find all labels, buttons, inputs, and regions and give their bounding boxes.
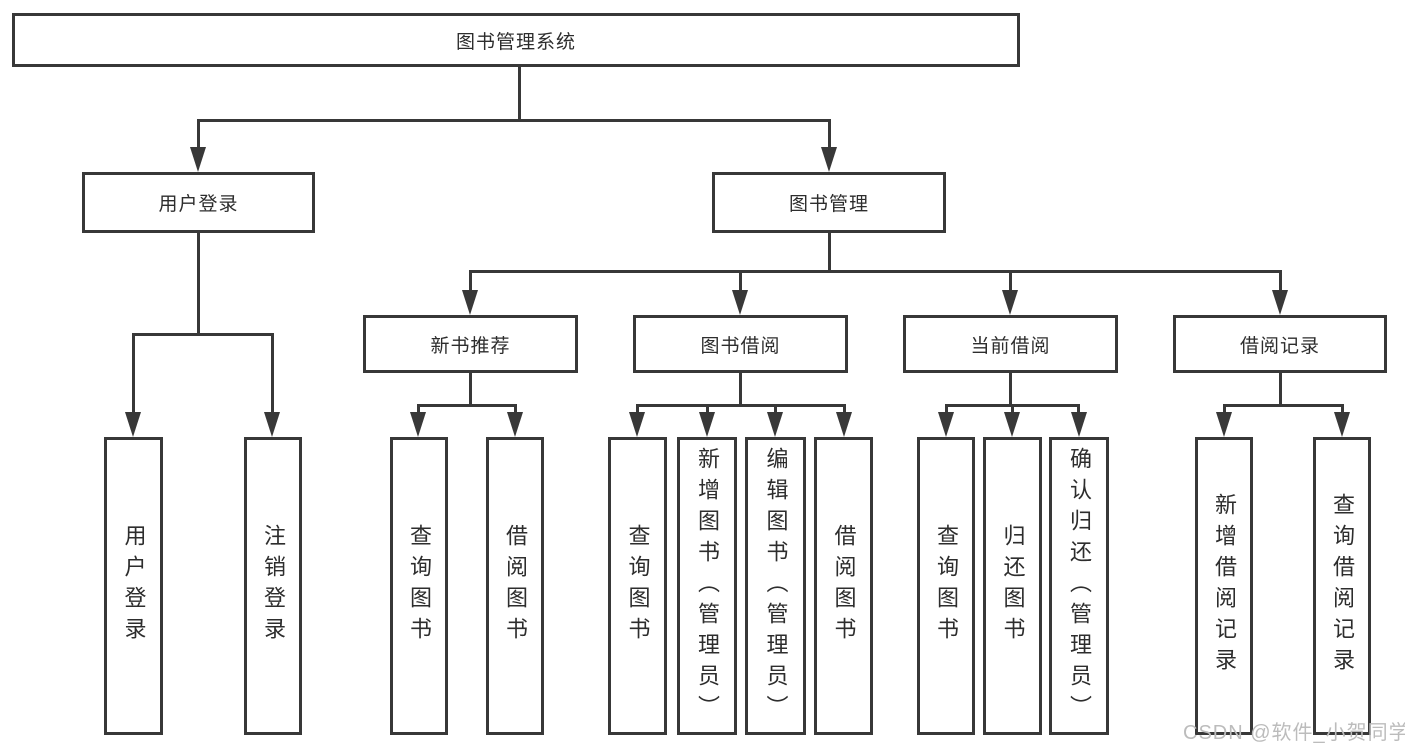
arrow-down-icon	[1216, 412, 1232, 437]
leaf-nb-query-books: 查询图书	[390, 437, 448, 735]
arrow-down-icon	[462, 290, 478, 315]
connector-book-borrow-stem	[739, 373, 742, 407]
arrow-down-icon	[125, 412, 141, 437]
connector-new-book-rail	[417, 404, 517, 407]
leaf-bb-borrow-books: 借阅图书	[814, 437, 873, 735]
connector-new-book-stem	[469, 373, 472, 407]
leaf-logout-label: 注销登录	[261, 524, 286, 648]
connector-book-borrow-rail	[636, 404, 845, 407]
leaf-bb-borrow-books-label: 借阅图书	[831, 524, 857, 648]
connector-branch	[1011, 404, 1014, 414]
leaf-cb-query-books-label: 查询图书	[934, 524, 959, 648]
arrow-down-icon	[1334, 412, 1350, 437]
leaf-logout: 注销登录	[244, 437, 302, 735]
connector-branch	[739, 270, 742, 292]
node-book-management-label: 图书管理	[788, 194, 869, 215]
arrow-down-icon	[507, 412, 523, 437]
connector-branch	[469, 270, 472, 292]
leaf-cb-confirm-return-admin-label: 确认归还（管理员）	[1067, 446, 1092, 726]
connector-branch	[197, 119, 200, 147]
leaf-br-query-record: 查询借阅记录	[1313, 437, 1371, 735]
arrow-down-icon	[264, 412, 280, 437]
connector-borrow-records-stem	[1279, 373, 1282, 407]
connector-branch	[843, 404, 846, 414]
leaf-cb-confirm-return-admin: 确认归还（管理员）	[1049, 437, 1109, 735]
connector-book-management-stem	[828, 233, 831, 273]
connector-branch	[514, 404, 517, 414]
arrow-down-icon	[1071, 412, 1087, 437]
arrow-down-icon	[1004, 412, 1020, 437]
leaf-user-login-label: 用户登录	[121, 524, 147, 648]
node-book-management: 图书管理	[712, 172, 946, 233]
leaf-br-add-record: 新增借阅记录	[1195, 437, 1253, 735]
arrow-down-icon	[821, 147, 837, 172]
leaf-cb-return-books: 归还图书	[983, 437, 1042, 735]
node-book-borrow: 图书借阅	[633, 315, 848, 373]
connector-branch	[1009, 270, 1012, 292]
connector-branch	[706, 404, 709, 414]
node-user-login: 用户登录	[82, 172, 315, 233]
arrow-down-icon	[938, 412, 954, 437]
leaf-cb-return-books-label: 归还图书	[1000, 524, 1026, 648]
connector-branch	[1341, 404, 1344, 414]
arrow-down-icon	[732, 290, 748, 315]
leaf-br-add-record-label: 新增借阅记录	[1212, 493, 1237, 679]
node-borrow-records-label: 借阅记录	[1239, 335, 1320, 357]
connector-branch	[774, 404, 777, 414]
leaf-cb-query-books: 查询图书	[917, 437, 975, 735]
leaf-bb-edit-books-admin-label: 编辑图书（管理员）	[763, 446, 789, 726]
connector-branch	[828, 119, 831, 147]
connector-branch	[271, 333, 274, 414]
leaf-br-query-record-label: 查询借阅记录	[1330, 493, 1355, 679]
arrow-down-icon	[1002, 290, 1018, 315]
arrow-down-icon	[699, 412, 715, 437]
connector-branch	[636, 404, 639, 414]
node-book-borrow-label: 图书借阅	[700, 335, 781, 357]
arrow-down-icon	[410, 412, 426, 437]
node-user-login-label: 用户登录	[158, 194, 239, 215]
node-new-book-recommend-label: 新书推荐	[430, 335, 511, 357]
connector-branch	[132, 333, 135, 414]
leaf-user-login: 用户登录	[104, 437, 163, 735]
leaf-bb-add-books-admin-label: 新增图书（管理员）	[695, 446, 720, 726]
leaf-nb-borrow-books-label: 借阅图书	[503, 524, 528, 648]
node-current-borrow: 当前借阅	[903, 315, 1118, 373]
arrow-down-icon	[767, 412, 783, 437]
connector-level2-rail	[197, 119, 831, 122]
connector-root-stem	[518, 66, 521, 122]
leaf-bb-add-books-admin: 新增图书（管理员）	[677, 437, 737, 735]
csdn-watermark: CSDN @软件_小贺同学	[1183, 722, 1405, 744]
node-root-label: 图书管理系统	[455, 31, 576, 53]
node-new-book-recommend: 新书推荐	[363, 315, 578, 373]
leaf-bb-edit-books-admin: 编辑图书（管理员）	[745, 437, 806, 735]
leaf-nb-borrow-books: 借阅图书	[486, 437, 544, 735]
leaf-nb-query-books-label: 查询图书	[407, 524, 432, 648]
arrow-down-icon	[629, 412, 645, 437]
arrow-down-icon	[836, 412, 852, 437]
connector-current-borrow-stem	[1009, 373, 1012, 407]
leaf-bb-query-books: 查询图书	[608, 437, 667, 735]
connector-branch	[945, 404, 948, 414]
connector-user-login-rail	[132, 333, 274, 336]
arrow-down-icon	[1272, 290, 1288, 315]
node-borrow-records: 借阅记录	[1173, 315, 1387, 373]
leaf-bb-query-books-label: 查询图书	[625, 524, 651, 648]
connector-branch	[417, 404, 420, 414]
connector-borrow-records-rail	[1223, 404, 1344, 407]
connector-branch	[1077, 404, 1080, 414]
connector-user-login-stem	[197, 233, 200, 336]
connector-level3-rail	[469, 270, 1282, 273]
connector-branch	[1223, 404, 1226, 414]
node-current-borrow-label: 当前借阅	[970, 335, 1051, 357]
connector-branch	[1279, 270, 1282, 292]
arrow-down-icon	[190, 147, 206, 172]
node-root: 图书管理系统	[12, 13, 1020, 67]
